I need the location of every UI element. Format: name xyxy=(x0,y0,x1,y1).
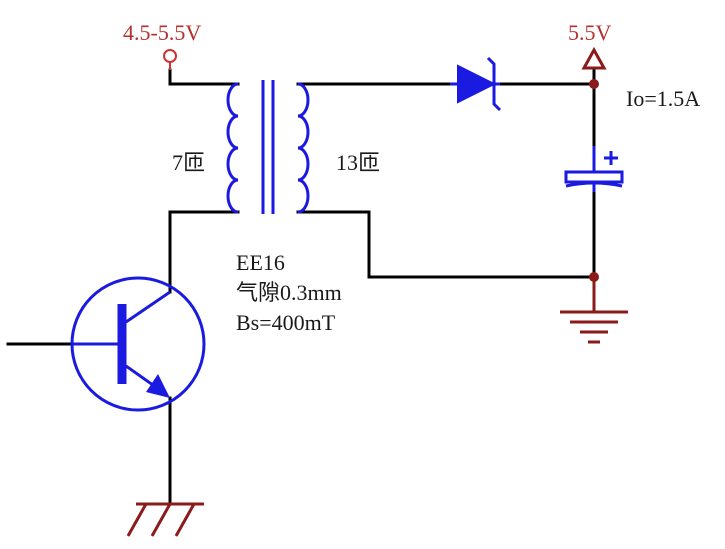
output-current-label: Io=1.5A xyxy=(626,86,700,111)
transformer-icon xyxy=(226,80,310,214)
core-type-label: EE16 xyxy=(236,250,285,275)
output-voltage-label: 5.5V xyxy=(568,20,612,45)
transistor-collector xyxy=(125,290,171,324)
diode-icon xyxy=(450,56,502,112)
primary-turns-label: 7匝 xyxy=(172,150,205,175)
input-voltage-label: 4.5-5.5V xyxy=(123,20,201,45)
flux-density-label: Bs=400mT xyxy=(236,310,336,335)
wiring xyxy=(6,66,596,506)
wire-secondary-return xyxy=(296,210,596,279)
npn-transistor-icon xyxy=(70,276,206,412)
wire-input-primary xyxy=(168,68,240,86)
junction-output xyxy=(589,79,599,89)
ground-icon xyxy=(560,277,628,344)
wire-primary-collector xyxy=(168,210,240,294)
air-gap-label: 气隙0.3mm xyxy=(236,280,342,305)
transistor-emitter-arrow xyxy=(146,374,170,398)
primary-winding xyxy=(226,82,239,214)
power-arrow-icon xyxy=(581,46,607,70)
input-terminal-icon xyxy=(163,49,177,70)
chassis-ground-icon xyxy=(126,502,204,537)
polarized-capacitor-icon xyxy=(564,146,624,192)
secondary-turns-label: 13匝 xyxy=(336,150,380,175)
secondary-winding xyxy=(297,82,310,214)
